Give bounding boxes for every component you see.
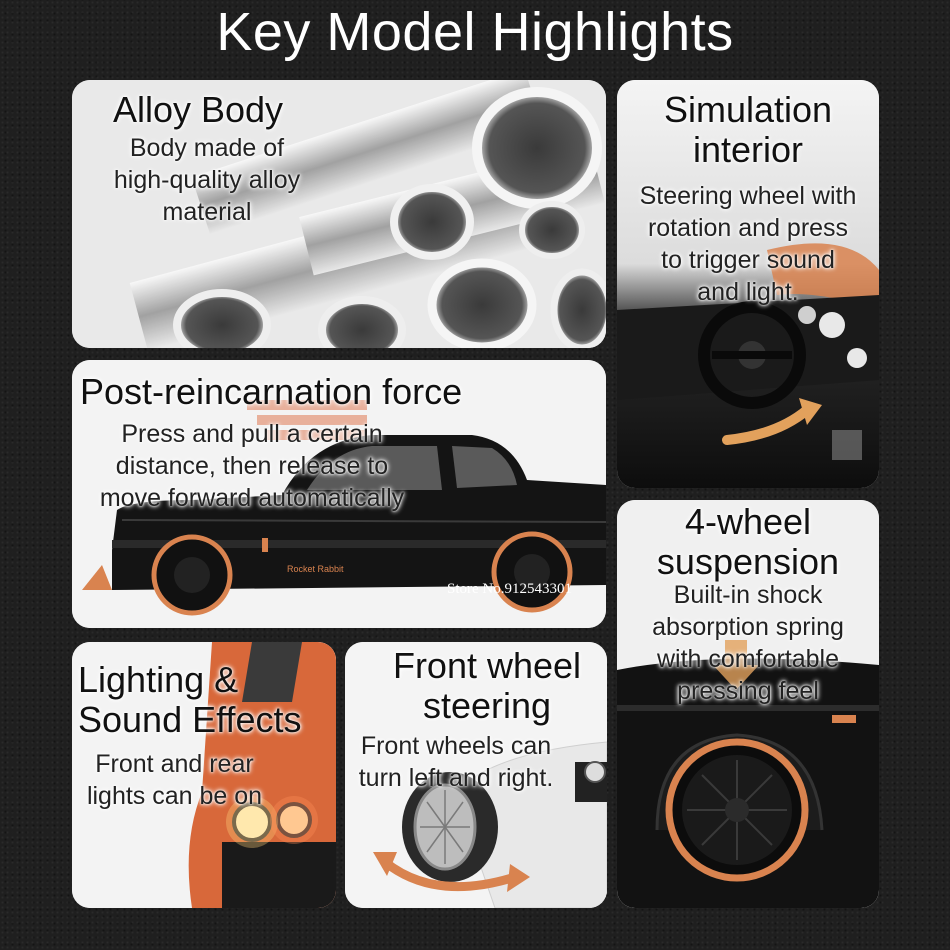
post-heading: Post-reincarnation force: [80, 371, 463, 412]
simulation-heading: Simulation interior: [617, 90, 879, 170]
alloy-desc-line: high-quality alloy: [113, 166, 301, 194]
lighting-desc: Front and rear lights can be on: [72, 748, 277, 812]
simulation-desc: Steering wheel with rotation and press t…: [617, 180, 879, 308]
suspension-heading-line: suspension: [656, 541, 840, 582]
card-simulation-interior: Simulation interior Steering wheel with …: [617, 80, 879, 488]
front-desc-line: Front wheels can: [360, 732, 552, 760]
front-desc-line: turn left and right.: [358, 764, 554, 792]
card-4-wheel-suspension: 4-wheel suspension Built-in shock absorp…: [617, 500, 879, 908]
post-desc: Press and pull a certain distance, then …: [72, 418, 432, 514]
steering-wheel-image: [617, 80, 879, 488]
suspension-desc-line: pressing feel: [677, 677, 819, 705]
front-heading-line: Front wheel: [392, 645, 582, 686]
simulation-desc-line: rotation and press: [647, 214, 849, 242]
post-desc-line: distance, then release to: [115, 452, 389, 480]
alloy-desc-line: material: [162, 198, 252, 226]
headlight-image: [72, 642, 336, 908]
suspension-desc: Built-in shock absorption spring with co…: [617, 579, 879, 707]
car-side-image: Rocket Rabbit Store No.912543301: [72, 360, 606, 628]
suspension-desc-line: absorption spring: [652, 613, 844, 641]
suspension-desc-line: Built-in shock: [673, 581, 823, 609]
car-badge: Rocket Rabbit: [287, 564, 344, 574]
suspension-heading-line: 4-wheel: [684, 501, 812, 542]
page-title: Key Model Highlights: [216, 2, 734, 62]
suspension-heading: 4-wheel suspension: [617, 502, 879, 582]
simulation-desc-line: Steering wheel with: [639, 182, 857, 210]
card-post-reincarnation-force: Rocket Rabbit Store No.912543301 Post-re…: [72, 360, 606, 628]
metal-tubes-image: [72, 80, 606, 348]
card-alloy-body: Alloy Body Body made of high-quality all…: [72, 80, 606, 348]
lighting-heading: Lighting & Sound Effects: [78, 660, 328, 740]
lighting-heading-line: Lighting &: [78, 659, 239, 700]
suspension-desc-line: with comfortable: [656, 645, 840, 673]
store-watermark: Store No.912543301: [447, 581, 572, 597]
lighting-desc-line: lights can be on: [86, 782, 263, 810]
front-heading-line: steering: [422, 685, 552, 726]
simulation-heading-line: Simulation: [663, 89, 833, 130]
alloy-heading: Alloy Body: [112, 89, 284, 130]
alloy-desc: Body made of high-quality alloy material: [82, 132, 332, 228]
post-desc-line: move forward automatically: [99, 484, 405, 512]
front-desc: Front wheels can turn left and right.: [345, 730, 567, 794]
post-desc-line: Press and pull a certain: [121, 420, 383, 448]
simulation-desc-line: to trigger sound: [661, 246, 835, 274]
wheel-image: [617, 500, 879, 908]
simulation-desc-line: and light.: [697, 278, 799, 306]
lighting-desc-line: Front and rear: [95, 750, 254, 778]
card-front-wheel-steering: Front wheel steering Front wheels can tu…: [345, 642, 607, 908]
simulation-heading-line: interior: [692, 129, 804, 170]
lighting-heading-line: Sound Effects: [78, 699, 302, 740]
front-heading: Front wheel steering: [357, 646, 607, 726]
card-lighting-sound-effects: Lighting & Sound Effects Front and rear …: [72, 642, 336, 908]
front-wheel-image: [345, 642, 607, 908]
alloy-desc-line: Body made of: [129, 134, 285, 162]
